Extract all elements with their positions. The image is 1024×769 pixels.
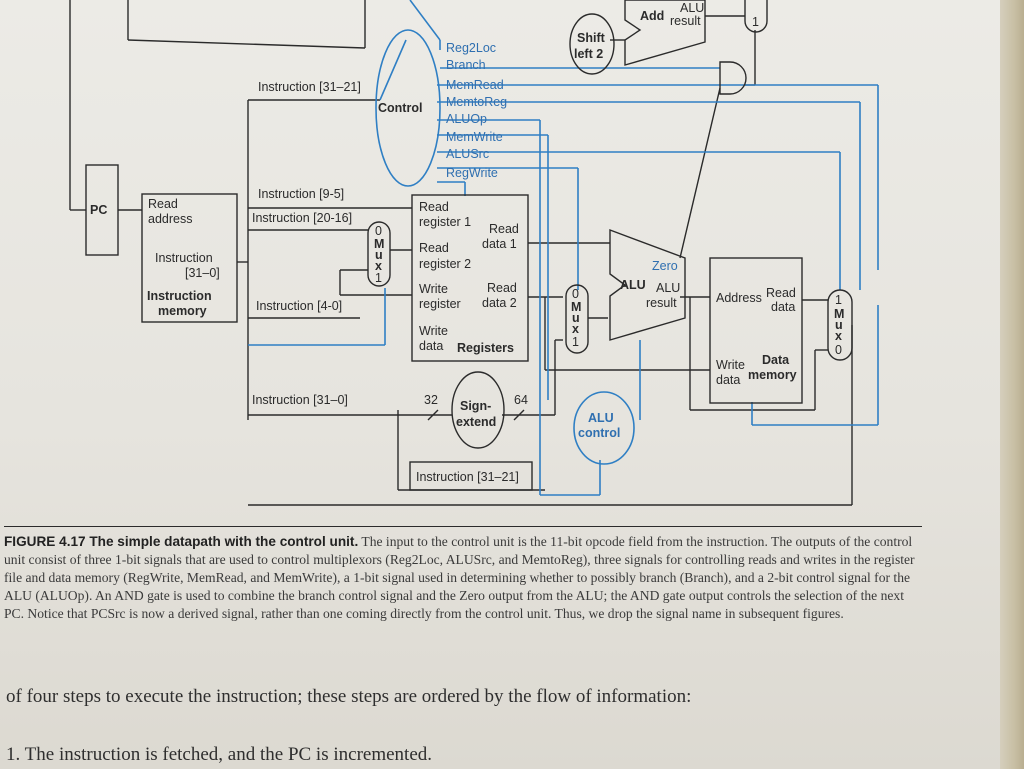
reg-write-a: Write — [419, 282, 448, 296]
adder-result-label: result — [670, 14, 701, 28]
dmem-read-a: Read — [766, 286, 796, 300]
dmem-write-a: Write — [716, 358, 745, 372]
mux3-1: 1 — [835, 293, 842, 307]
alu-result-a: ALU — [656, 281, 680, 295]
imem-title-1: Instruction — [147, 289, 212, 303]
alu-result-b: result — [646, 296, 677, 310]
mux3-0: 0 — [835, 343, 842, 357]
mux2-x: x — [572, 322, 579, 336]
instr-31-0-label: Instruction [31–0] — [252, 393, 348, 407]
registers-title: Registers — [457, 341, 514, 355]
mux3-x: x — [835, 329, 842, 343]
memtoreg-mux — [827, 289, 853, 361]
imem-bits-label: [31–0] — [185, 266, 220, 280]
mux1-m: M — [374, 237, 384, 251]
pcsrc-mux-1: 1 — [752, 15, 759, 29]
shift-left-b: left 2 — [574, 47, 603, 61]
control-unit — [375, 29, 441, 187]
imem-read-label: Read — [148, 197, 178, 211]
sign-extend-b: extend — [456, 415, 496, 429]
main-alu — [609, 228, 686, 341]
imem-instruction-label: Instruction — [155, 251, 213, 265]
signal-regwrite: RegWrite — [446, 166, 498, 180]
signal-reg2loc: Reg2Loc — [446, 41, 496, 55]
instr-9-5-label: Instruction [9-5] — [258, 187, 344, 201]
reg-data2-a: Read — [487, 281, 517, 295]
alu-control-a: ALU — [588, 411, 614, 425]
datapath-diagram: PC Read address Instruction [31–0] Instr… — [69, 0, 879, 506]
instr-4-0-label: Instruction [4-0] — [256, 299, 342, 313]
mux1-x: x — [375, 259, 382, 273]
mux2-m: M — [571, 300, 581, 314]
mux2-u: u — [572, 311, 580, 325]
reg-read2-a: Read — [419, 241, 449, 255]
signal-memwrite: MemWrite — [446, 130, 503, 144]
mux3-u: u — [835, 318, 843, 332]
caption-heading: FIGURE 4.17 The simple datapath with the… — [4, 534, 359, 549]
datapath-wires — [69, 0, 853, 506]
shift-left-a: Shift — [577, 31, 606, 45]
sign-extend-unit — [451, 371, 505, 449]
reg-data2-b: data 2 — [482, 296, 517, 310]
register-file — [411, 194, 529, 362]
pc-label: PC — [90, 203, 107, 217]
data-memory — [709, 257, 803, 404]
alu-zero: Zero — [652, 259, 678, 273]
alu-control-b: control — [578, 426, 620, 440]
shift-left-2-unit — [569, 13, 615, 75]
dmem-title-b: memory — [748, 368, 797, 382]
caption-text: The input to the control unit is the 11-… — [4, 534, 915, 621]
signal-aluop: ALUOp — [446, 112, 487, 126]
alu-control-unit — [573, 391, 635, 465]
mux2-1: 1 — [572, 335, 579, 349]
adder-alu-label: ALU — [680, 1, 704, 15]
signal-branch: Branch — [446, 58, 486, 72]
book-page: PC Read address Instruction [31–0] Instr… — [0, 0, 1000, 769]
mux1-0: 0 — [375, 224, 382, 238]
mux1-u: u — [375, 248, 383, 262]
sign-extend-64: 64 — [514, 393, 528, 407]
reg-wdata-b: data — [419, 339, 443, 353]
pc-register — [85, 164, 119, 256]
mux1-1: 1 — [375, 271, 382, 285]
instr-31-21-label: Instruction [31–21] — [258, 80, 361, 94]
imem-address-label: address — [148, 212, 192, 226]
signal-alusrc: ALUSrc — [446, 147, 489, 161]
reg-read1-b: register 1 — [419, 215, 471, 229]
signal-memread: MemRead — [446, 78, 504, 92]
branch-adder — [624, 0, 706, 66]
branch-and-gate — [719, 61, 747, 95]
reg-data1-a: Read — [489, 222, 519, 236]
dmem-write-b: data — [716, 373, 740, 387]
alu-title: ALU — [620, 278, 646, 292]
figure-caption: FIGURE 4.17 The simple datapath with the… — [4, 526, 922, 623]
mux2-0: 0 — [572, 287, 579, 301]
instruction-memory — [141, 193, 238, 323]
dmem-address: Address — [716, 291, 762, 305]
reg-data1-b: data 1 — [482, 237, 517, 251]
body-paragraph: of four steps to execute the instruction… — [6, 686, 692, 707]
page-edge — [1000, 0, 1024, 769]
reg-read2-b: register 2 — [419, 257, 471, 271]
instr-20-16-label: Instruction [20-16] — [252, 211, 352, 225]
control-wires — [248, 0, 879, 496]
reg-read1-a: Read — [419, 200, 449, 214]
adder-add-label: Add — [640, 9, 664, 23]
instr-bottom-box — [409, 461, 533, 491]
mux3-m: M — [834, 307, 844, 321]
body-cut-line: 1. The instruction is fetched, and the P… — [6, 744, 432, 765]
imem-title-2: memory — [158, 304, 207, 318]
control-label: Control — [378, 101, 422, 115]
sign-extend-32: 32 — [424, 393, 438, 407]
reg2loc-mux — [367, 221, 391, 287]
instr-31-21-bottom: Instruction [31–21] — [416, 470, 519, 484]
sign-extend-a: Sign- — [460, 399, 491, 413]
dmem-read-b: data — [771, 300, 795, 314]
reg-wdata-a: Write — [419, 324, 448, 338]
alusrc-mux — [565, 284, 589, 354]
pcsrc-mux — [744, 0, 768, 33]
signal-memtoreg: MemtoReg — [446, 95, 507, 109]
dmem-title-a: Data — [762, 353, 790, 367]
reg-write-b: register — [419, 297, 461, 311]
